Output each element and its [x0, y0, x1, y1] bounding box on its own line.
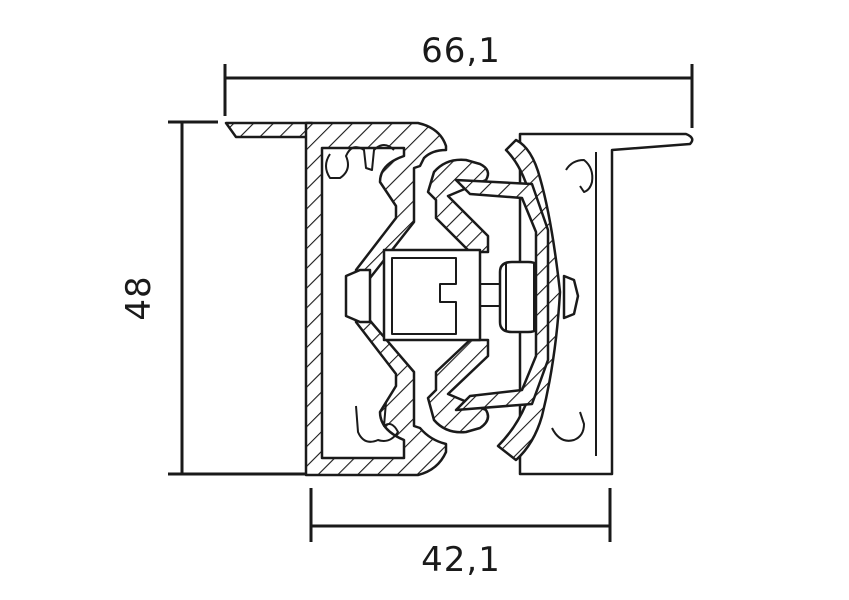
left-inner-bead-top: [325, 144, 395, 179]
left-inner-bead-bottom: [355, 401, 399, 443]
right-clip-tab: [562, 274, 580, 320]
left-top-flange: [224, 121, 314, 139]
center-insert: [344, 158, 580, 434]
dimension-height: 48: [119, 120, 305, 476]
dimension-label-bottom-width: 42,1: [421, 540, 501, 580]
roller-axle: [480, 283, 500, 307]
center-block-slot: [391, 257, 457, 335]
dimension-bottom-width: 42,1: [309, 488, 612, 580]
right-clip-body: [454, 178, 550, 412]
right-top-flange: [518, 132, 694, 476]
center-block: [382, 248, 482, 342]
left-clip-tab: [344, 268, 372, 324]
right-inner-bead-bottom: [551, 411, 585, 442]
dimension-label-top-width: 66,1: [421, 31, 501, 71]
left-clip-arm-lower: [426, 338, 490, 434]
dimension-label-height: 48: [119, 275, 159, 320]
dimension-top-width: 66,1: [223, 31, 694, 128]
left-clip-arm: [426, 158, 490, 254]
right-inner-bead-top: [565, 159, 594, 193]
